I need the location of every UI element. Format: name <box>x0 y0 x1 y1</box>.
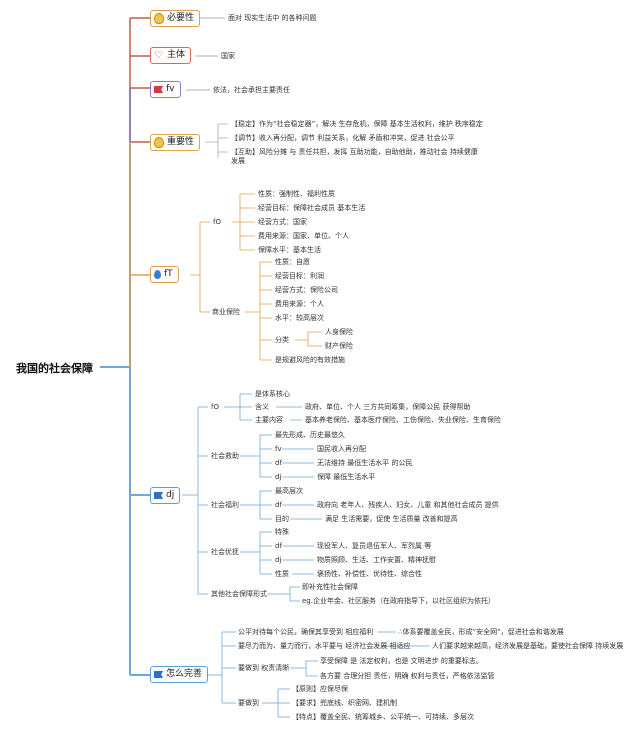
improve-detail: 【原则】应保尽保 <box>292 685 348 693</box>
special-care-value: 褒扬性、补偿性、优待性、综合性 <box>317 570 422 578</box>
lightbulb-icon <box>154 13 164 24</box>
branch-importance[interactable]: 重要性 <box>150 134 201 151</box>
fo-main-label: 主要内容 <box>255 416 283 424</box>
assistance-key: dj <box>275 473 282 481</box>
other-forms-item: eg.企业年金、社区服务（在政府指导下，以社区组织为依托） <box>302 597 495 605</box>
lightbulb-icon <box>154 137 164 148</box>
insurance-item: 是规避风险的有效措施 <box>275 356 345 364</box>
special-care-label: 社会优抚 <box>211 548 239 556</box>
necessity-text: 面对 现实生活中 的各种问题 <box>228 14 317 22</box>
branch-label: 重要性 <box>167 137 195 147</box>
assistance-item: 最先形成、历史最悠久 <box>275 431 345 439</box>
branch-label: fv <box>166 84 175 94</box>
subject-text: 国家 <box>221 52 235 60</box>
fo-meaning-text: 政府、单位、个人 三方共同筹集，保障公民 获得帮助 <box>305 403 471 411</box>
dj-fo-label: fO <box>211 403 219 411</box>
improve-detail: ∴体系要覆盖全民，形成“安全网”，促进社会和谐发展 <box>398 628 564 636</box>
fo-item: 保障水平：基本生活 <box>258 246 321 254</box>
improve-item: 要做到 <box>238 699 259 707</box>
importance-item: 【稳定】作为“社会稳定器”，解决 生存危机，保障 基本生活权利，维护 秩序稳定 <box>231 120 483 128</box>
special-care-value: 现役军人、复员退伍军人、军烈属 等 <box>317 542 432 550</box>
insurance-item: 性质：自愿 <box>275 258 310 266</box>
red-flag-icon <box>154 86 163 93</box>
branch-subject[interactable]: ♡ 主体 <box>150 47 192 64</box>
branch-label: 主体 <box>167 50 186 60</box>
assistance-value: 无法维持 最低生活水平 的公民 <box>317 459 413 467</box>
improve-detail: 【要求】兜底线、织密网、建机制 <box>292 699 397 707</box>
ft-fo-label: fO <box>213 218 221 226</box>
fo-item: 性质：强制性、福利性质 <box>258 190 335 198</box>
other-forms-label: 其他社会保障形式 <box>211 590 267 598</box>
branch-fv[interactable]: fv <box>150 81 181 98</box>
welfare-value: 满足 生活需要，促使 生活质量 改善和提高 <box>325 515 458 523</box>
insurance-item: 经营目标：利润 <box>275 272 324 280</box>
improve-detail: 【特点】覆盖全民、统筹城乡、公平统一、可持续、多层次 <box>292 713 474 721</box>
branch-label: fT <box>164 269 173 279</box>
importance-item: 发展 <box>231 157 245 165</box>
special-care-key: 性质 <box>275 570 289 578</box>
assistance-key: df <box>275 459 282 467</box>
heart-icon: ♡ <box>154 49 163 61</box>
commercial-insurance-label: 商业保险 <box>212 308 240 316</box>
special-care-key: dj <box>275 556 282 564</box>
root-topic: 我国的社会保障 <box>16 362 93 375</box>
branch-label: 必要性 <box>167 13 195 23</box>
fv-text: 依法，社会承担主要责任 <box>213 86 290 94</box>
improve-detail: 各方要 合理分担 责任，明确 权利与责任，严格依法监管 <box>320 672 495 680</box>
social-assistance-label: 社会救助 <box>211 452 239 460</box>
branch-necessity[interactable]: 必要性 <box>150 10 201 27</box>
assistance-value: 国民收入再分配 <box>317 445 366 453</box>
insurance-kind: 财产保险 <box>325 342 353 350</box>
assistance-value: 保障 最低生活水平 <box>317 473 376 481</box>
fire-icon <box>154 270 161 279</box>
branch-dj[interactable]: dj <box>150 487 181 504</box>
improve-item: 公平对待每个公民，确保其享受到 相应福利 <box>238 628 374 636</box>
insurance-item: 费用来源：个人 <box>275 300 324 308</box>
importance-item: 【互助】风险分摊 与 责任共担，发挥 互助功能，自助他助，推动社会 持续健康 <box>231 148 478 156</box>
fo-core: 是体系核心 <box>255 390 290 398</box>
blue-flag-icon <box>154 671 163 678</box>
importance-item: 【调节】收入再分配，调节 利益关系，化解 矛盾和冲突，促进 社会公平 <box>231 134 455 142</box>
insurance-category-label: 分类 <box>275 336 289 344</box>
branch-label: dj <box>166 490 175 500</box>
fo-meaning-label: 含义 <box>255 403 269 411</box>
branch-ft[interactable]: fT <box>150 266 179 283</box>
insurance-kind: 人身保险 <box>325 328 353 336</box>
insurance-item: 水平：较高层次 <box>275 314 324 322</box>
special-care-value: 物质照顾、生活、工作安置、精神抚慰 <box>317 556 436 564</box>
fo-item: 经营目标：保障社会成员 基本生活 <box>258 204 366 212</box>
fo-item: 经营方式：国家 <box>258 218 307 226</box>
improve-detail: 享受保障 是 法定权利，也是 文明进步 的重要标志。 <box>320 657 483 665</box>
blue-flag-icon <box>154 492 163 499</box>
welfare-key: 目的 <box>275 515 289 523</box>
improve-detail: 人们要求越来越高，经济发展是基础，要使社会保障 持续发展 <box>432 642 624 650</box>
other-forms-item: 即补充性社会保障 <box>302 583 358 591</box>
improve-item: 要做到 权责清晰 <box>238 664 290 672</box>
fo-main-text: 基本养老保险、基本医疗保险、工伤保险、失业保险、生育保险 <box>305 416 501 424</box>
branch-label: 怎么完善 <box>166 669 203 679</box>
social-welfare-label: 社会福利 <box>211 501 239 509</box>
insurance-item: 经营方式：保险公司 <box>275 286 338 294</box>
welfare-key: df <box>275 501 282 509</box>
welfare-item: 最高层次 <box>275 487 303 495</box>
improve-item: 要尽力而为、量力而行，水平要与 经济社会发展 相适应 <box>238 642 411 650</box>
fo-item: 费用来源：国家、单位、个人 <box>258 232 349 240</box>
welfare-value: 政府向 老年人、残疾人、妇女、儿童 和其他社会成员 提供 <box>317 501 499 509</box>
special-care-item: 特殊 <box>275 528 289 536</box>
special-care-key: df <box>275 542 282 550</box>
branch-how-to-improve[interactable]: 怎么完善 <box>150 666 209 683</box>
assistance-key: fv <box>275 445 282 453</box>
